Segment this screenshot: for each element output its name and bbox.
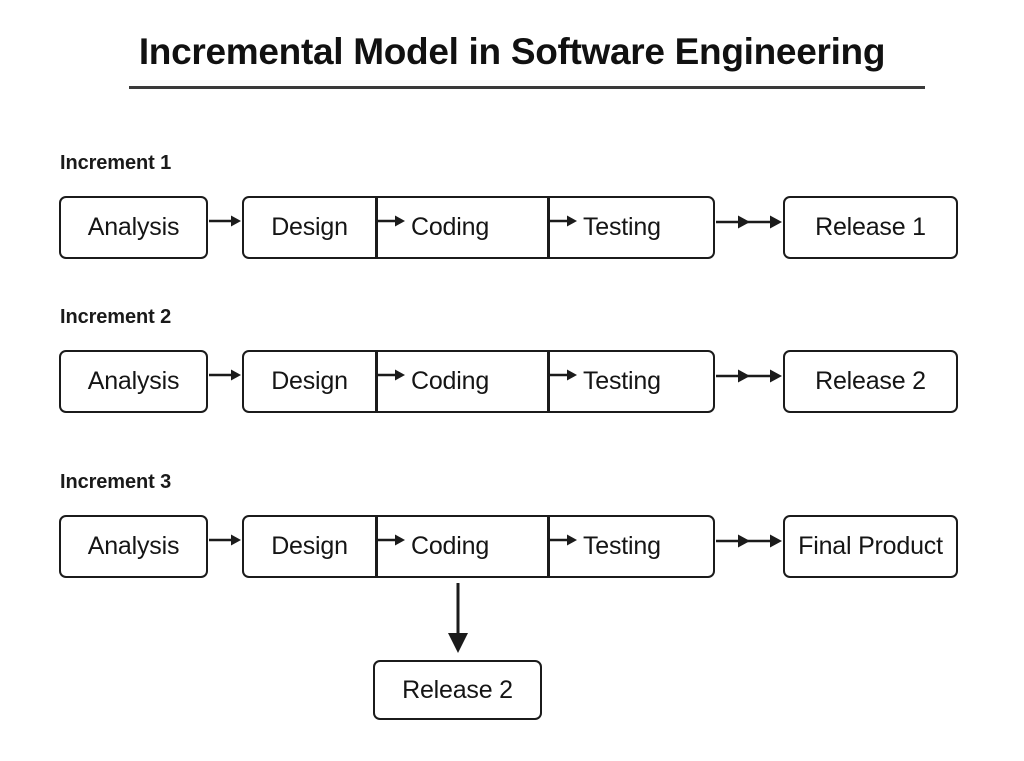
arrow-testing-to-release-2 bbox=[716, 369, 782, 383]
stage-box-testing-1[interactable]: Testing bbox=[583, 213, 661, 241]
stage-group-3: Design Coding Testing bbox=[242, 515, 715, 578]
arrow-analysis-to-design-1 bbox=[209, 215, 241, 227]
stage-divider-design-coding-2 bbox=[375, 352, 378, 411]
increment-row-3: Increment 3 Analysis Design Coding Testi… bbox=[0, 471, 1024, 591]
increment-label-3: Increment 3 bbox=[60, 471, 172, 493]
output-box-release-2[interactable]: Release 2 bbox=[783, 350, 958, 413]
arrow-testing-to-release-1 bbox=[716, 215, 782, 229]
increment-label-2: Increment 2 bbox=[60, 306, 172, 328]
increment-row-2: Increment 2 Analysis Design Coding Testi… bbox=[0, 306, 1024, 426]
arrow-coding-to-testing-1 bbox=[547, 215, 577, 227]
arrow-design-to-coding-3 bbox=[375, 534, 405, 546]
stage-box-analysis-2[interactable]: Analysis bbox=[59, 350, 208, 413]
increment-row-1: Increment 1 Analysis Design Coding Testi… bbox=[0, 152, 1024, 272]
output-box-final-product[interactable]: Final Product bbox=[783, 515, 958, 578]
arrow-coding-to-release-branch bbox=[448, 583, 468, 653]
stage-group-1: Design Coding Testing bbox=[242, 196, 715, 259]
stage-box-design-2[interactable]: Design bbox=[271, 367, 348, 395]
stage-box-design-1[interactable]: Design bbox=[271, 213, 348, 241]
arrow-design-to-coding-1 bbox=[375, 215, 405, 227]
stage-box-design-3[interactable]: Design bbox=[271, 532, 348, 560]
stage-box-testing-2[interactable]: Testing bbox=[583, 367, 661, 395]
stage-divider-coding-testing-2 bbox=[547, 352, 550, 411]
stage-divider-coding-testing-1 bbox=[547, 198, 550, 257]
arrow-design-to-coding-2 bbox=[375, 369, 405, 381]
arrow-coding-to-testing-2 bbox=[547, 369, 577, 381]
title-underline bbox=[129, 86, 925, 89]
stage-divider-design-coding-3 bbox=[375, 517, 378, 576]
stage-box-coding-1[interactable]: Coding bbox=[411, 213, 490, 241]
stage-group-2: Design Coding Testing bbox=[242, 350, 715, 413]
increment-label-1: Increment 1 bbox=[60, 152, 172, 174]
output-box-release-1[interactable]: Release 1 bbox=[783, 196, 958, 259]
stage-divider-design-coding-1 bbox=[375, 198, 378, 257]
arrow-analysis-to-design-2 bbox=[209, 369, 241, 381]
stage-box-analysis-3[interactable]: Analysis bbox=[59, 515, 208, 578]
stage-divider-coding-testing-3 bbox=[547, 517, 550, 576]
stage-box-testing-3[interactable]: Testing bbox=[583, 532, 661, 560]
page-title: Incremental Model in Software Engineerin… bbox=[138, 31, 886, 72]
arrow-coding-to-testing-3 bbox=[547, 534, 577, 546]
title-block: Incremental Model in Software Engineerin… bbox=[0, 28, 1024, 76]
arrow-testing-to-final-product-3 bbox=[716, 534, 782, 548]
stage-box-coding-2[interactable]: Coding bbox=[411, 367, 490, 395]
arrow-analysis-to-design-3 bbox=[209, 534, 241, 546]
stage-box-coding-3[interactable]: Coding bbox=[411, 532, 490, 560]
stage-box-analysis-1[interactable]: Analysis bbox=[59, 196, 208, 259]
output-box-release-branch[interactable]: Release 2 bbox=[373, 660, 542, 720]
